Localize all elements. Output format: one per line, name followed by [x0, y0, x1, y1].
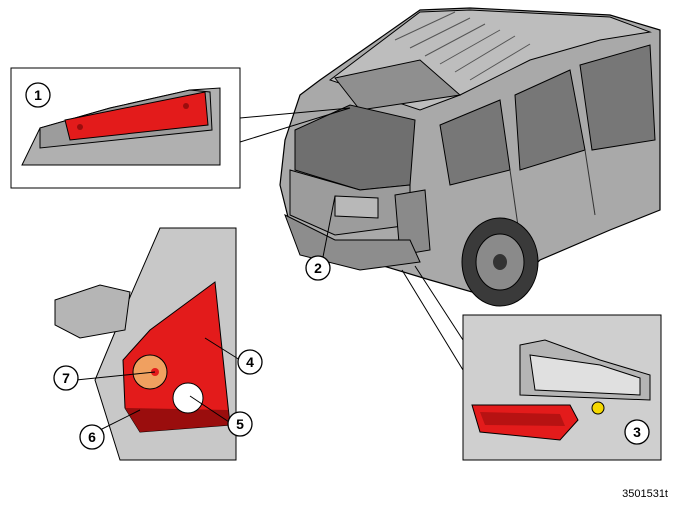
callout-leaders: [75, 195, 336, 433]
panel-fog-lamp: [401, 265, 662, 461]
callout-2-label: 2: [314, 260, 322, 276]
callout-6-label: 6: [88, 429, 96, 445]
callout-1-label: 1: [34, 87, 42, 103]
bulb-icon: [591, 401, 605, 415]
callout-7: 7: [53, 365, 79, 391]
high-mounted-brake-light: [64, 91, 209, 141]
callout-1: 1: [25, 82, 51, 108]
callout-4-label: 4: [246, 354, 254, 370]
callout-4: 4: [237, 349, 263, 375]
callout-7-label: 7: [62, 370, 70, 386]
reversing-lamp: [172, 382, 204, 414]
callout-2: 2: [305, 255, 331, 281]
callout-3-label: 3: [633, 424, 641, 440]
indicator-lamp: [132, 354, 168, 390]
reference-code: 3501531t: [622, 488, 668, 500]
callout-5-label: 5: [236, 416, 244, 432]
panel-tail-lamp: [54, 227, 237, 461]
panel-brake-light: [10, 67, 351, 189]
callout-5: 5: [227, 411, 253, 437]
callout-6: 6: [79, 424, 105, 450]
vehicle: [279, 7, 661, 307]
callout-3: 3: [624, 419, 650, 445]
